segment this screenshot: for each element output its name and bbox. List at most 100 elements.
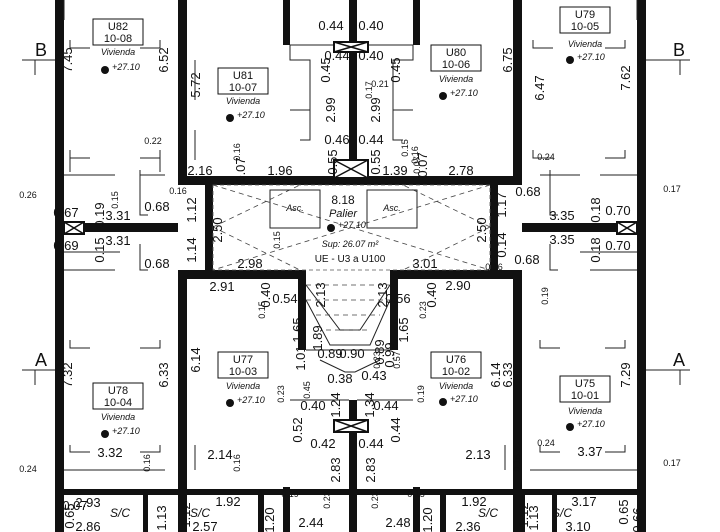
dimension-label-small: 0.19	[416, 385, 426, 403]
dimension-label: 1.89	[310, 325, 325, 350]
dimension-label: 0.65	[62, 503, 77, 528]
dimension-label-small: 0.17	[663, 458, 681, 468]
unit-code: 10-03	[229, 366, 257, 378]
dimension-label: 2.90	[445, 278, 470, 293]
sc-label-2: S/C	[190, 506, 210, 520]
dimension-label-small: 0.23	[372, 351, 382, 369]
dimension-label: 6.33	[156, 362, 171, 387]
shaft-cross-mid	[333, 159, 369, 179]
unit-label-u76: U76 10-02 Vivienda +27.10	[430, 351, 482, 406]
dimension-label-small: 0.07	[412, 156, 422, 174]
wall-u81-left	[178, 0, 187, 182]
dimension-label: 0.90	[339, 346, 364, 361]
dimension-label: 0.68	[514, 252, 539, 267]
unit-code: 10-01	[571, 390, 599, 402]
wall-landing-bottom-right	[390, 270, 522, 279]
dimension-label: 1.24	[328, 392, 343, 417]
unit-code: 10-04	[104, 397, 132, 409]
dimension-label: 6.47	[532, 75, 547, 100]
dimension-label-small: 0.23	[418, 301, 428, 319]
shaft-cross-bottom	[333, 419, 369, 433]
dimension-label: 1.96	[267, 163, 292, 178]
dimension-label-small: 0.15	[272, 231, 282, 249]
dimension-label: 2.99	[323, 97, 338, 122]
wall-center-bottom	[349, 400, 357, 532]
dimension-label-small: 0.22	[144, 136, 162, 146]
unit-id: U82	[108, 21, 128, 33]
unit-level: +27.10	[237, 395, 265, 405]
dimension-label: 0.55	[325, 149, 340, 174]
dimension-label: 0.44	[324, 48, 349, 63]
dimension-label-small: 0.23	[322, 491, 332, 509]
dimension-label: 0.44	[373, 398, 398, 413]
dimension-label: 1.13	[526, 505, 541, 530]
unit-type: Vivienda	[439, 74, 473, 84]
dimension-label: 0.65	[616, 499, 631, 524]
landing-ue: UE - U3 a U100	[315, 254, 386, 265]
unit-label-u81: U81 10-07 Vivienda +27.10	[217, 67, 269, 122]
dimension-label: 3.32	[97, 445, 122, 460]
dimension-label: 0.67	[53, 205, 78, 220]
dimension-label: 0.54	[272, 291, 297, 306]
unit-level: +27.10	[237, 110, 265, 120]
dimension-label: 1.01	[293, 345, 308, 370]
dimension-label: 3.31	[105, 233, 130, 248]
wall-u80-right	[513, 0, 522, 182]
wall-sc6	[552, 495, 557, 532]
dimension-label: 2.93	[75, 495, 100, 510]
dimension-label: 0.70	[605, 238, 630, 253]
section-b-left: B	[35, 40, 47, 60]
unit-label-u75: U75 10-01 Vivienda +27.10	[559, 375, 611, 431]
elevator-label-left: Asc.	[285, 203, 304, 213]
dimension-label: 7.45	[60, 47, 75, 72]
dimension-label: 0.40	[358, 48, 383, 63]
dimension-label: 0.66	[630, 507, 645, 532]
dimension-label-small: 0.15	[407, 489, 425, 499]
dimension-label-small: 0.17	[364, 81, 374, 99]
dimension-label-small: 0.15	[400, 139, 410, 157]
section-a-right: A	[673, 350, 685, 370]
wall-sc2	[178, 495, 183, 532]
dimension-label: 0.40	[258, 282, 273, 307]
dimension-label: 1.12	[184, 197, 199, 222]
unit-level: +27.10	[577, 52, 605, 62]
dimension-label: 6.75	[500, 47, 515, 72]
dimension-label: 1.12	[178, 502, 193, 527]
dimension-label: 0.52	[290, 417, 305, 442]
dimension-label: 0.19	[92, 202, 107, 227]
dimension-label: 3.35	[549, 208, 574, 223]
unit-code: 10-08	[104, 33, 132, 45]
dimension-label-small: 0.19	[281, 489, 299, 499]
wall-landing-right	[490, 185, 498, 270]
dimension-label: 0.44	[358, 132, 383, 147]
wall-sep-right	[522, 223, 646, 232]
dimension-label: 1.20	[420, 507, 435, 532]
level-icon	[439, 398, 447, 406]
dimension-label: 0.15	[92, 237, 107, 262]
dimension-label: 6.14	[488, 362, 503, 387]
dimension-label: 2.50	[474, 217, 489, 242]
level-icon	[566, 423, 574, 431]
unit-level: +27.10	[450, 88, 478, 98]
dimension-label: 0.44	[358, 436, 383, 451]
dimension-label: 0.38	[327, 371, 352, 386]
unit-level: +27.10	[112, 426, 140, 436]
dimension-label: 7.32	[60, 362, 75, 387]
dimension-label-small: 0.17	[663, 184, 681, 194]
dimension-label: 0.07	[233, 157, 248, 182]
dimension-label: 7.62	[618, 65, 633, 90]
wall-landing-left	[205, 185, 213, 270]
dimension-label-small: 0.24	[537, 152, 555, 162]
dimension-label: 0.45	[388, 57, 403, 82]
dimension-label: 0.68	[515, 184, 540, 199]
dimension-label: 1.65	[396, 317, 411, 342]
dimension-label: 2.83	[328, 457, 343, 482]
dimension-label: 0.18	[588, 237, 603, 262]
wall-stair-left	[298, 270, 306, 350]
unit-label-u80: U80 10-06 Vivienda +27.10	[430, 44, 482, 100]
level-icon	[226, 114, 234, 122]
wall-landing-top	[178, 176, 522, 185]
dimension-label: 2.16	[187, 163, 212, 178]
dimension-label: 6.52	[156, 47, 171, 72]
